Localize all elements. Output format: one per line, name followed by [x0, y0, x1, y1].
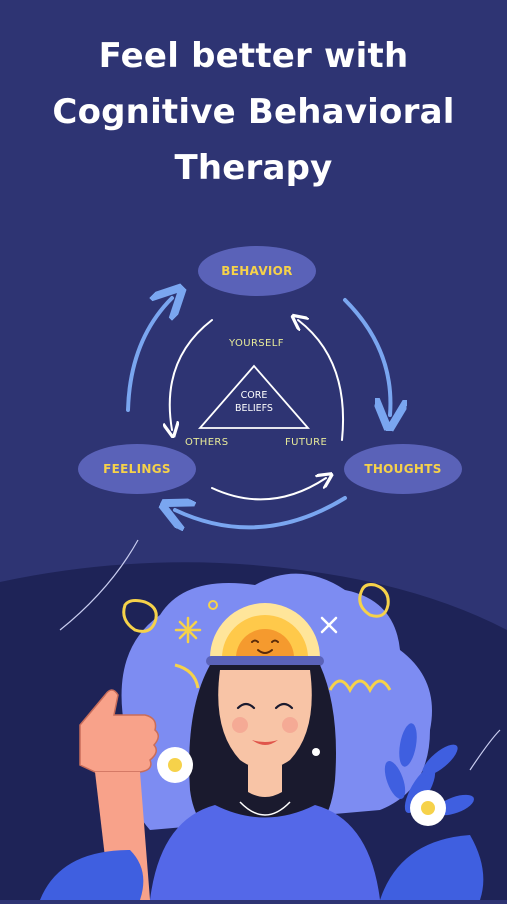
core-beliefs-line-1: CORE	[240, 390, 268, 401]
cross-doodle-icon	[320, 616, 338, 634]
small-circle-doodle	[208, 600, 218, 610]
headline-line-1: Feel better with	[98, 36, 409, 76]
inner-arrow-bottom	[211, 478, 326, 501]
outer-arrow-behavior-to-thoughts	[343, 298, 390, 415]
yellow-squiggle-left	[122, 599, 158, 633]
node-thoughts: THOUGHTS	[344, 444, 462, 494]
decor-line-right	[469, 729, 501, 771]
node-thoughts-label: THOUGHTS	[364, 462, 442, 476]
curve-doodle	[174, 663, 200, 689]
node-feelings-label: FEELINGS	[103, 462, 171, 476]
headline: Feel better with Cognitive Behavioral Th…	[0, 28, 507, 196]
inner-arrow-right	[298, 320, 344, 441]
label-yourself: YOURSELF	[229, 338, 284, 349]
node-behavior: BEHAVIOR	[198, 246, 316, 296]
core-triangle	[198, 364, 310, 429]
node-feelings: FEELINGS	[78, 444, 196, 494]
smile	[252, 740, 278, 745]
outer-arrow-thoughts-to-feelings	[175, 496, 347, 527]
outer-arrow-feelings-to-behavior	[126, 298, 172, 412]
neck	[248, 765, 282, 797]
core-beliefs-line-2: BELIEFS	[235, 403, 273, 414]
sun-smile	[251, 639, 279, 654]
thumbs-up-hand	[79, 689, 159, 773]
flower-left	[157, 747, 193, 783]
label-future: FUTURE	[285, 437, 328, 448]
decor-line	[59, 539, 139, 631]
leaves-bottom-right	[380, 835, 484, 900]
leaves-bottom-left	[40, 850, 144, 900]
illustration-art	[0, 539, 507, 900]
necklace	[239, 801, 291, 816]
node-behavior-label: BEHAVIOR	[221, 264, 293, 278]
loop-doodle	[328, 679, 392, 694]
shirt	[150, 805, 380, 900]
closed-eyes	[236, 702, 294, 710]
cheek-left	[232, 717, 248, 733]
inner-arrow-left	[170, 319, 213, 430]
headline-line-2: Cognitive Behavioral	[52, 92, 455, 132]
flower-right	[410, 790, 446, 826]
label-others: OTHERS	[185, 437, 229, 448]
sparkle-icon	[174, 616, 202, 644]
head-opening-rim	[206, 656, 324, 666]
sun-face	[236, 629, 294, 658]
core-beliefs-label: CORE BELIEFS	[214, 389, 294, 415]
yellow-squiggle-right	[358, 583, 390, 618]
cheek-right	[282, 717, 298, 733]
face	[218, 670, 312, 769]
earring	[312, 748, 320, 756]
cbt-cycle-diagram: BEHAVIOR FEELINGS THOUGHTS YOURSELF OTHE…	[0, 230, 507, 550]
cycle-arrows	[126, 230, 507, 550]
therapy-illustration	[0, 530, 507, 900]
headline-line-3: Therapy	[174, 148, 333, 188]
